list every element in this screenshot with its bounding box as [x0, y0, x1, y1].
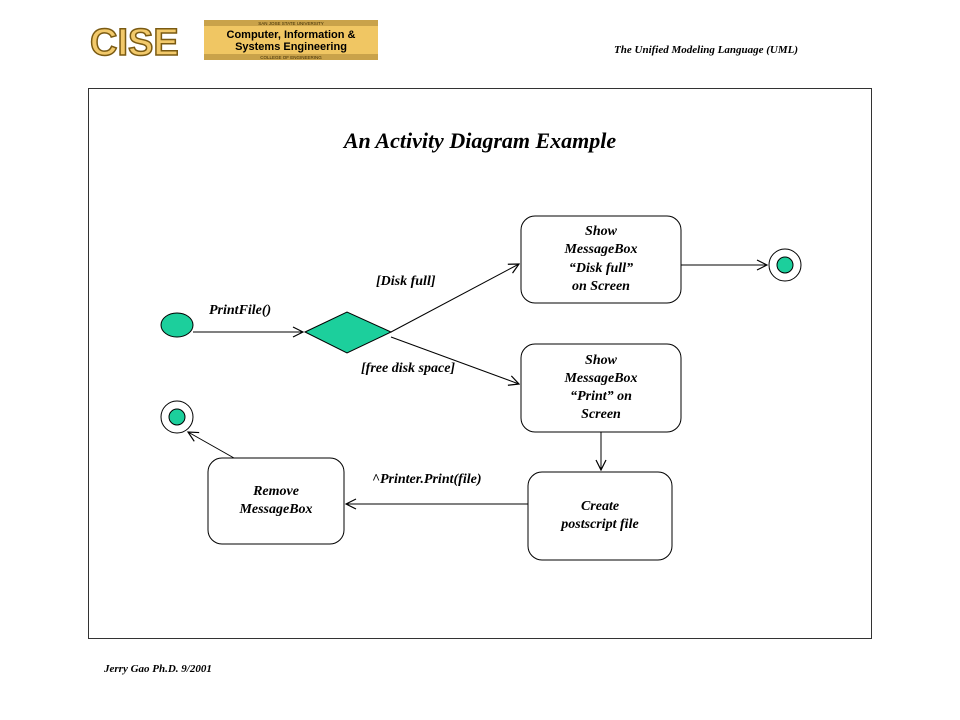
course-title: The Unified Modeling Language (UML): [614, 44, 798, 56]
edge-decision-to-disk-full: [390, 264, 519, 333]
show-print-label: Show MessageBox “Print” on Screen: [521, 344, 681, 432]
diagram-title: An Activity Diagram Example: [343, 128, 617, 153]
show-print-text: Show MessageBox “Print” on Screen: [564, 352, 638, 423]
final-state-bottom: [160, 400, 194, 434]
logo-college: COLLEGE OF ENGINEERING: [260, 55, 322, 60]
final-state-top: [768, 248, 802, 282]
logo-line2: Systems Engineering: [235, 41, 347, 53]
cise-logo: CISE SAN JOSE STATE UNIVERSITY Computer,…: [88, 20, 380, 65]
create-postscript-text: Create postscript file: [561, 498, 639, 532]
remove-messagebox-label: Remove MessageBox: [208, 458, 344, 544]
logo-university: SAN JOSE STATE UNIVERSITY: [258, 21, 324, 26]
activity-show-disk-full: [520, 215, 682, 304]
label-print-file: PrintFile(): [209, 303, 272, 318]
label-disk-full-guard: [Disk full]: [376, 274, 436, 289]
label-free-space-guard: [free disk space]: [361, 361, 456, 376]
decision-diamond: [303, 311, 393, 354]
initial-state: [160, 312, 194, 338]
label-printer-print: ^Printer.Print(file): [372, 472, 482, 487]
show-disk-full-text: Show MessageBox “Disk full” on Screen: [564, 224, 638, 294]
remove-messagebox-text: Remove MessageBox: [239, 483, 313, 517]
edge-decision-to-print: [390, 336, 519, 384]
create-postscript-label: Create postscript file: [528, 472, 672, 560]
footer-author: Jerry Gao Ph.D. 9/2001: [104, 663, 212, 675]
activity-create-postscript: [527, 471, 673, 561]
logo-line1: Computer, Information &: [227, 29, 356, 41]
edge-remove-to-final: [188, 432, 235, 459]
show-disk-full-label: Show MessageBox “Disk full” on Screen: [521, 216, 681, 303]
activity-remove-messagebox: [207, 457, 345, 545]
diagram-frame: [88, 88, 872, 639]
logo-wordmark: CISE: [90, 22, 179, 64]
